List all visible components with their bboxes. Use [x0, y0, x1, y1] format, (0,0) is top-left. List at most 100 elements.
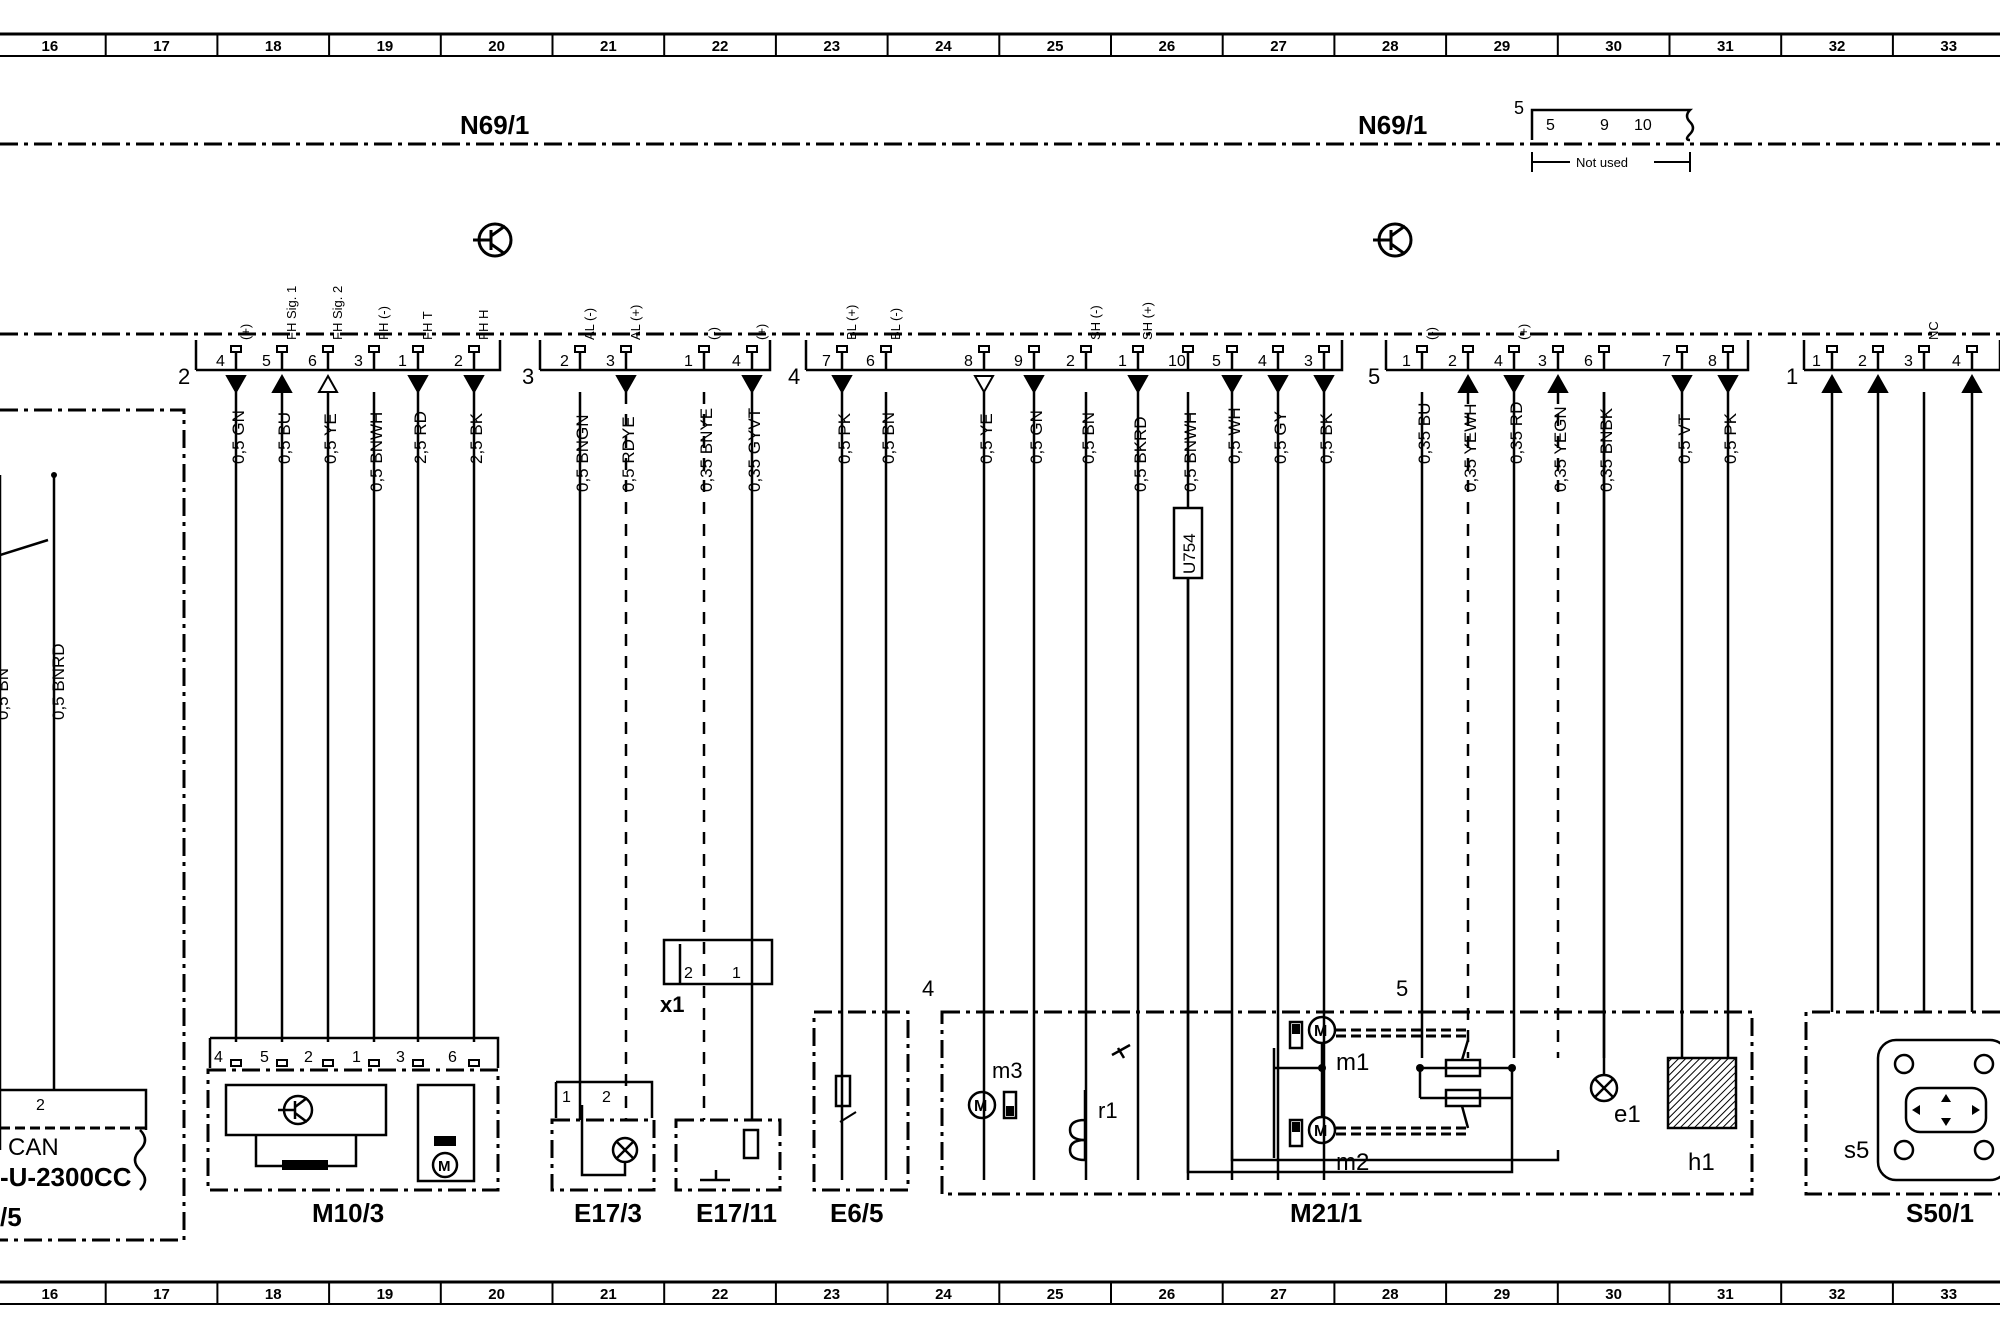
component-name: S50/1	[1906, 1198, 1974, 1228]
grid-column-number: 24	[935, 38, 952, 55]
pin-label: 2	[304, 1049, 313, 1066]
grid-column-number: 16	[42, 1286, 59, 1303]
pin-number: 3	[1904, 353, 1913, 370]
wire-color-label: 0,5 BN	[879, 412, 898, 464]
not-used-pin: 5	[1546, 117, 1555, 134]
wire-color-label: 2,5 BK	[467, 412, 486, 464]
svg-text:M: M	[1314, 1023, 1327, 1040]
pin-signal: (-)	[706, 327, 721, 340]
element-label: m1	[1336, 1049, 1369, 1076]
grid-column-number: 16	[42, 38, 59, 55]
pin-number: 1	[684, 353, 693, 370]
signal-arrow-icon	[831, 375, 853, 395]
pin-number: 8	[964, 353, 973, 370]
pin-label: 5	[260, 1049, 269, 1066]
pin-number: 7	[822, 353, 831, 370]
transistor-icon	[278, 1094, 314, 1126]
pin-number: 2	[1858, 353, 1867, 370]
lamp-icon	[1589, 1073, 1619, 1103]
wire-color-label: 0,35 RD	[1507, 402, 1526, 464]
grid-column-number: 33	[1940, 38, 1957, 55]
grid-column-number: 31	[1717, 1286, 1734, 1303]
grid-column-number: 29	[1494, 38, 1511, 55]
wire-color-label: 0,35 BNYE	[697, 408, 716, 492]
signal-arrow-icon	[1961, 373, 1983, 393]
grid-column-number: 30	[1605, 1286, 1622, 1303]
grid-column-number: 22	[712, 1286, 729, 1303]
signal-arrow-icon	[1127, 375, 1149, 395]
splice-u754: U754	[1172, 392, 1606, 1174]
pin-signal: (+)	[1516, 324, 1531, 340]
component-name: E17/11	[696, 1198, 777, 1228]
connector-id: 1	[1786, 364, 1798, 389]
signal-arrow-icon	[1313, 375, 1335, 395]
not-used-connector-id: 5	[1514, 98, 1524, 118]
pin-number: 9	[1014, 353, 1023, 370]
element-label: m2	[1336, 1149, 1369, 1176]
svg-text:M: M	[438, 1158, 451, 1175]
pin-number: 4	[216, 353, 225, 370]
pin-signal: NC	[1926, 321, 1941, 340]
group-label: 4	[922, 976, 934, 1001]
grid-column-number: 24	[935, 1286, 952, 1303]
pin-signal: (+)	[754, 324, 769, 340]
connector-name: x1	[660, 992, 684, 1017]
element-label: e1	[1614, 1101, 1641, 1128]
pin-number: 3	[1304, 353, 1313, 370]
pin-number: 7	[1662, 353, 1671, 370]
signal-arrow-icon	[1867, 373, 1889, 393]
grid-column-number: 32	[1829, 1286, 1846, 1303]
wire-color-label: 0,35 YEGN	[1551, 406, 1570, 492]
signal-arrow-icon	[317, 373, 339, 393]
component-e17-11: E17/11	[674, 1118, 782, 1228]
grid-column-number: 28	[1382, 38, 1399, 55]
pin-signal: (+)	[238, 324, 253, 340]
not-used-pin: 10	[1634, 117, 1652, 134]
signal-arrow-icon	[1717, 375, 1739, 395]
connector-id: 2	[178, 364, 190, 389]
pin-label: 2	[684, 965, 693, 982]
lamp-icon	[611, 1136, 639, 1164]
connector-id: 5	[1368, 364, 1380, 389]
component-name: E17/3	[574, 1198, 642, 1228]
module-name-right: N69/1	[1358, 110, 1427, 140]
grid-column-number: 19	[377, 38, 394, 55]
not-used-connector: 5 5 9 10 Not used	[1514, 98, 1695, 172]
wire-color-label: 0,5 BU	[275, 412, 294, 464]
pin-number: 3	[354, 353, 363, 370]
left-pin-label: 2	[36, 1097, 45, 1114]
grid-column-number: 20	[488, 38, 505, 55]
pin-number: 5	[1212, 353, 1221, 370]
pin-number: 4	[1258, 353, 1267, 370]
left-component-name: /5	[0, 1202, 22, 1232]
pin-signal: FH H	[476, 310, 491, 340]
grid-column-number: 28	[1382, 1286, 1399, 1303]
grid-column-number: 25	[1047, 38, 1064, 55]
pin-signal: FH (-)	[376, 306, 391, 340]
pin-signal: SH (+)	[1140, 302, 1155, 340]
pin-signal: AL (-)	[582, 308, 597, 340]
grid-column-number: 23	[823, 38, 840, 55]
pin-number: 1	[1118, 353, 1127, 370]
signal-arrow-icon	[615, 375, 637, 395]
wire-color-label: 0,5 GN	[229, 410, 248, 464]
wire-color-label: 0,5 PK	[835, 412, 854, 464]
grid-column-number: 26	[1159, 1286, 1176, 1303]
button-icon	[1893, 1053, 1995, 1161]
pin-signal: BL (-)	[888, 308, 903, 340]
pin-signal: AL (+)	[628, 305, 643, 340]
element-label: r1	[1098, 1098, 1118, 1123]
wire-color-label: 0,5 BN	[1079, 412, 1098, 464]
pin-number: 2	[1066, 353, 1075, 370]
connector-x1: 2 1 x1	[660, 938, 774, 1017]
signal-arrow-icon	[741, 375, 763, 395]
wire-color-label: 0,5 BNWH	[1181, 412, 1200, 492]
pin-number: 2	[560, 353, 569, 370]
